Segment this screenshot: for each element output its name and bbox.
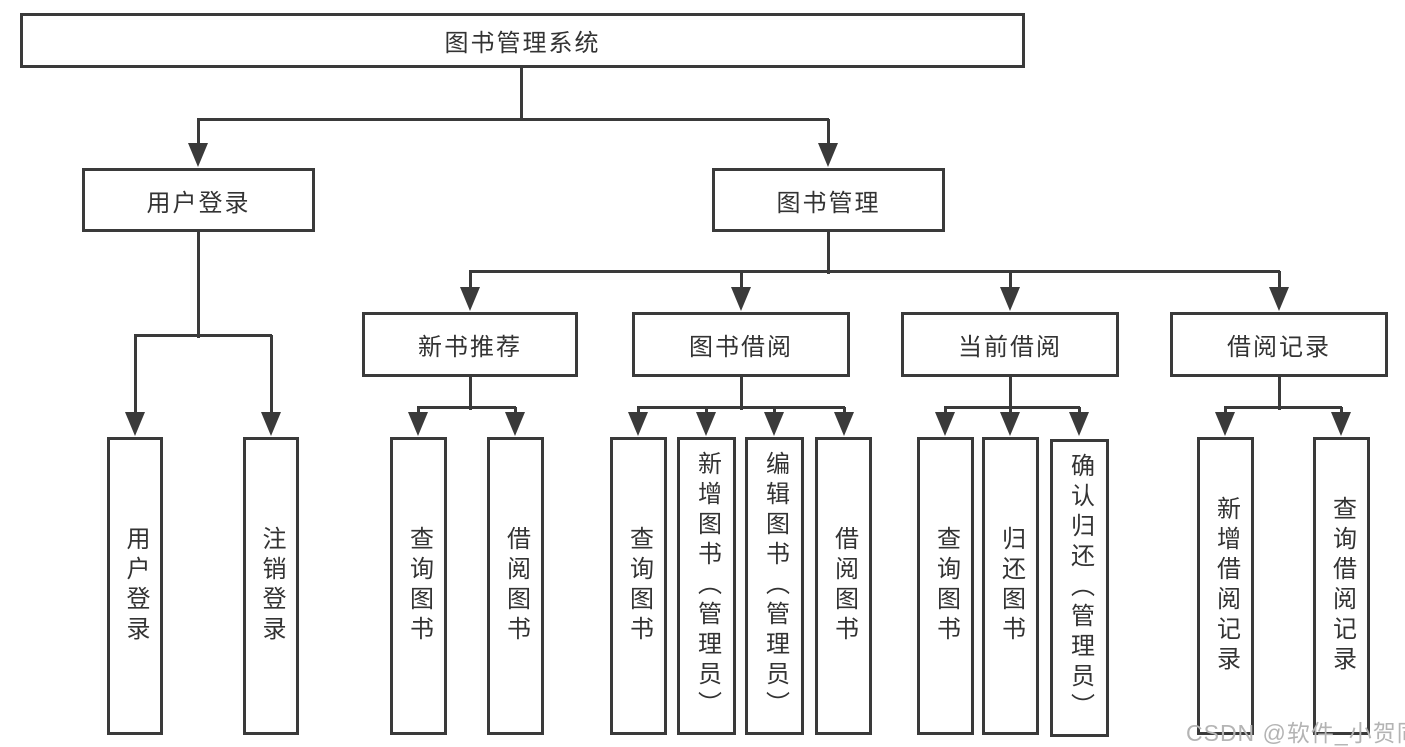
connector-line — [468, 271, 472, 291]
node-leaf-borrow-books-2: 借阅图书 — [815, 437, 872, 735]
connector-line — [739, 271, 743, 291]
connector-line — [826, 232, 830, 274]
connector-line — [133, 335, 137, 416]
arrowhead-icon — [261, 412, 281, 436]
connector-line — [469, 269, 1280, 273]
connector-line — [1008, 271, 1012, 291]
connector-line — [1224, 405, 1342, 409]
node-label: 新增借阅记录 — [1212, 496, 1240, 676]
arrowhead-icon — [696, 412, 716, 436]
node-book-management-module: 图书管理 — [712, 168, 945, 232]
arrowhead-icon — [1331, 412, 1351, 436]
node-root: 图书管理系统 — [20, 13, 1025, 68]
connector-line — [944, 405, 1080, 409]
connector-line — [637, 405, 845, 409]
node-label: 查询图书 — [625, 526, 653, 646]
node-leaf-add-book-admin: 新增图书（管理员） — [677, 437, 736, 735]
node-label: 借阅图书 — [502, 526, 530, 646]
node-label: 当前借阅 — [958, 334, 1062, 361]
connector-line — [197, 117, 829, 121]
csdn-watermark: CSDN @软件_小贺同学 — [1186, 720, 1405, 746]
node-leaf-confirm-return-admin: 确认归还（管理员） — [1050, 439, 1109, 737]
node-label: 图书管理系统 — [444, 30, 601, 57]
arrowhead-icon — [818, 143, 838, 167]
node-label: 用户登录 — [122, 526, 149, 646]
node-label: 确认归还（管理员） — [1066, 453, 1094, 723]
arrowhead-icon — [1000, 287, 1020, 311]
node-leaf-borrow-books-1: 借阅图书 — [487, 437, 544, 735]
connector-line — [1339, 407, 1343, 416]
arrowhead-icon — [1000, 412, 1020, 436]
node-leaf-query-books-1: 查询图书 — [390, 437, 447, 735]
connector-line — [416, 407, 420, 416]
connector-line — [519, 68, 523, 121]
node-label: 查询图书 — [405, 526, 433, 646]
node-user-login-module: 用户登录 — [82, 168, 315, 232]
node-label: 查询借阅记录 — [1328, 496, 1356, 676]
node-leaf-logout: 注销登录 — [243, 437, 299, 735]
arrowhead-icon — [731, 287, 751, 311]
node-leaf-query-books-3: 查询图书 — [917, 437, 974, 735]
connector-line — [772, 407, 776, 416]
node-label: 借阅记录 — [1227, 334, 1331, 361]
node-label: 借阅图书 — [830, 526, 858, 646]
connector-line — [1008, 407, 1012, 416]
arrowhead-icon — [408, 412, 428, 436]
connector-line — [1008, 377, 1012, 410]
connector-line — [196, 232, 200, 338]
arrowhead-icon — [834, 412, 854, 436]
arrowhead-icon — [505, 412, 525, 436]
node-label: 用户登录 — [146, 189, 251, 217]
node-label: 归还图书 — [997, 526, 1025, 646]
node-leaf-query-borrow-record: 查询借阅记录 — [1313, 437, 1370, 735]
connector-line — [704, 407, 708, 416]
node-new-book-recommend: 新书推荐 — [362, 312, 578, 377]
arrowhead-icon — [935, 412, 955, 436]
node-label: 图书借阅 — [689, 334, 793, 361]
connector-line — [513, 407, 517, 416]
node-leaf-add-borrow-record: 新增借阅记录 — [1197, 437, 1254, 735]
connector-line — [417, 405, 516, 409]
arrowhead-icon — [1269, 287, 1289, 311]
connector-line — [134, 333, 272, 337]
connector-line — [739, 377, 743, 410]
connector-line — [468, 377, 472, 410]
connector-line — [1223, 407, 1227, 416]
node-leaf-return-book: 归还图书 — [982, 437, 1039, 735]
node-leaf-query-books-2: 查询图书 — [610, 437, 667, 735]
node-leaf-user-login: 用户登录 — [107, 437, 163, 735]
connector-line — [196, 119, 200, 147]
node-label: 新书推荐 — [418, 334, 522, 361]
arrowhead-icon — [628, 412, 648, 436]
connector-line — [826, 119, 830, 147]
node-label: 图书管理 — [776, 189, 881, 217]
arrowhead-icon — [188, 143, 208, 167]
node-current-borrow: 当前借阅 — [901, 312, 1119, 377]
connector-line — [943, 407, 947, 416]
connector-line — [842, 407, 846, 416]
connector-line — [636, 407, 640, 416]
node-borrow-records: 借阅记录 — [1170, 312, 1388, 377]
node-leaf-edit-book-admin: 编辑图书（管理员） — [745, 437, 804, 735]
node-label: 新增图书（管理员） — [693, 451, 721, 721]
connector-line — [1077, 407, 1081, 416]
node-label: 查询图书 — [932, 526, 960, 646]
node-label: 注销登录 — [258, 526, 285, 646]
arrowhead-icon — [1069, 412, 1089, 436]
connector-line — [1277, 377, 1281, 410]
node-book-borrow: 图书借阅 — [632, 312, 850, 377]
arrowhead-icon — [125, 412, 145, 436]
arrowhead-icon — [1215, 412, 1235, 436]
connector-line — [269, 335, 273, 416]
connector-line — [1277, 271, 1281, 291]
node-label: 编辑图书（管理员） — [761, 451, 789, 721]
arrowhead-icon — [764, 412, 784, 436]
arrowhead-icon — [460, 287, 480, 311]
